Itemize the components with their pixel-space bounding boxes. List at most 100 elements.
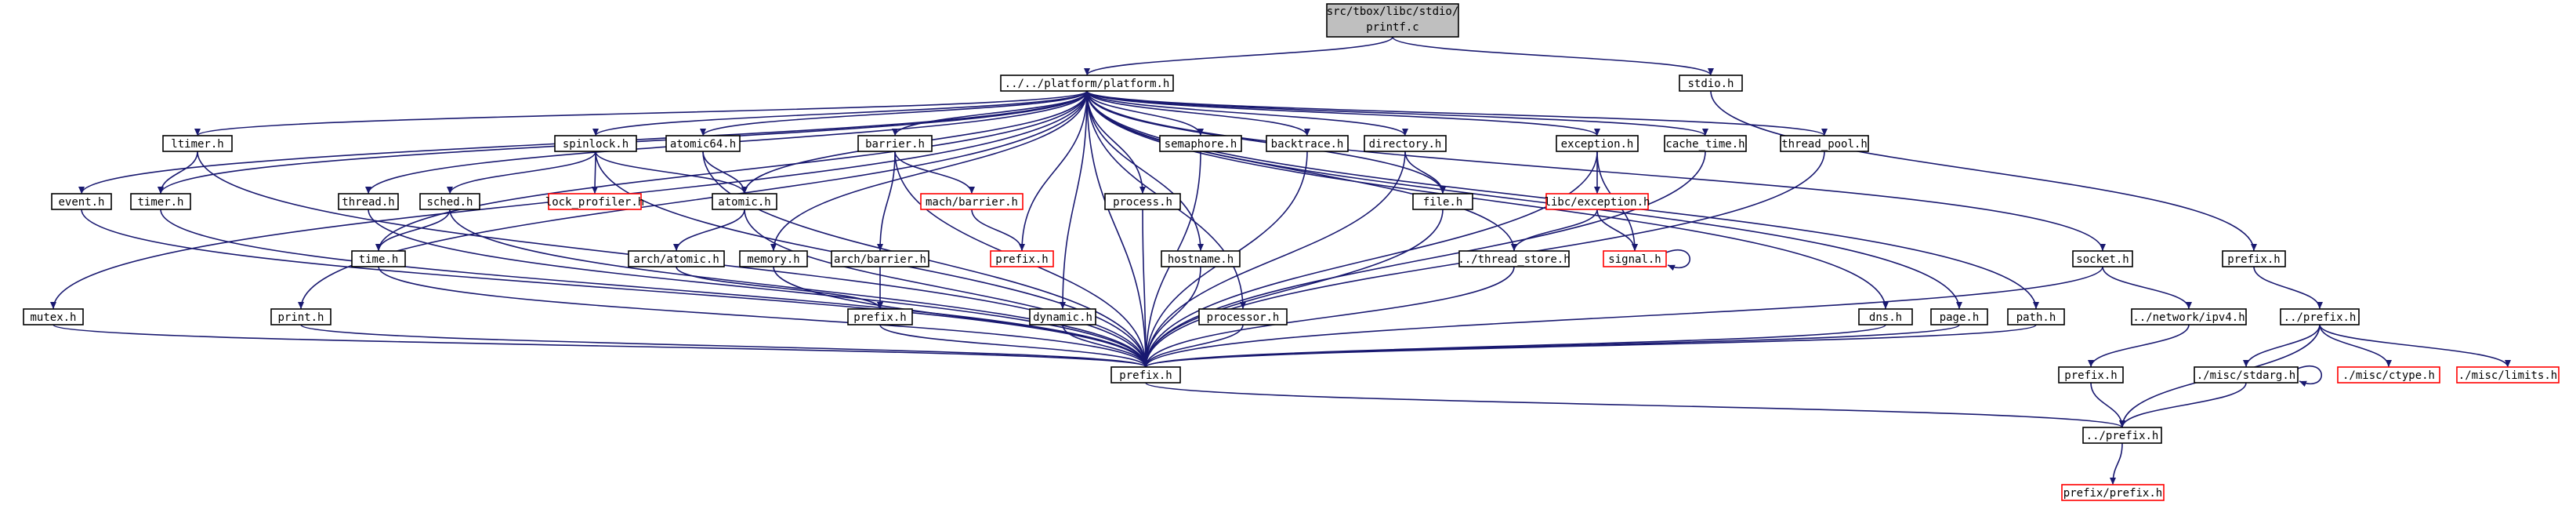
edge-atomic-to-prefix_main (744, 209, 1149, 368)
edge-platform-to-dynamic (1060, 90, 1088, 310)
node-label: ./misc/limits.h (2458, 369, 2557, 382)
node-process[interactable]: process.h (1104, 193, 1181, 210)
node-root[interactable]: src/tbox/libc/stdio/printf.c (1326, 3, 1459, 38)
edge-platform-to-thread_pool (1086, 90, 1828, 136)
node-label: ./misc/stdarg.h (2197, 369, 2295, 382)
node-atomic64[interactable]: atomic64.h (665, 135, 741, 152)
node-arch-barrier[interactable]: arch/barrier.h (831, 250, 929, 267)
node-label: ../../platform/platform.h (1005, 78, 1170, 90)
node-spinlock[interactable]: spinlock.h (554, 135, 637, 152)
node-mutex[interactable]: mutex.h (23, 308, 84, 325)
edge-platform-to-directory (1086, 90, 1408, 136)
node-signal[interactable]: signal.h (1603, 250, 1667, 267)
edge-platform-to-file (1086, 90, 1446, 195)
node-label: arch/atomic.h (633, 253, 719, 266)
edge-time-to-prefix_main (378, 266, 1149, 368)
node-prefix-main[interactable]: prefix.h (1110, 366, 1181, 384)
node-exception[interactable]: exception.h (1556, 135, 1639, 152)
node-box (2337, 366, 2440, 384)
edge-prefix_arch-to-prefix_main (879, 324, 1149, 368)
node-platform[interactable]: ../../platform/platform.h (1000, 75, 1174, 92)
node-label: print.h (277, 311, 324, 324)
node-label: libc/exception.h (1545, 196, 1650, 209)
node-cache-time[interactable]: cache_time.h (1664, 135, 1747, 152)
node-ipv4[interactable]: ../network/ipv4.h (2131, 308, 2247, 325)
node-box (554, 135, 637, 152)
edge-directory-to-prefix_main (1143, 151, 1406, 368)
node-stdio[interactable]: stdio.h (1679, 75, 1743, 92)
node-file[interactable]: file.h (1412, 193, 1473, 210)
node-label: ../prefix.h (2086, 430, 2159, 442)
node-box (2058, 366, 2124, 384)
edge-up_prefix_a-to-limits (2319, 324, 2511, 368)
node-sched[interactable]: sched.h (419, 193, 480, 210)
node-path[interactable]: path.h (2007, 308, 2065, 325)
node-page[interactable]: page.h (1930, 308, 1988, 325)
node-thread-store[interactable]: ../thread_store.h (1458, 250, 1571, 267)
node-box (712, 193, 777, 210)
edge-root-to-stdio (1392, 36, 1714, 76)
node-print[interactable]: print.h (270, 308, 332, 325)
edge-ltimer-to-timer (158, 151, 198, 195)
node-box (2082, 427, 2162, 444)
node-box (831, 250, 929, 267)
node-limits[interactable]: ./misc/limits.h (2456, 366, 2560, 384)
node-label: arch/barrier.h (834, 253, 926, 266)
node-semaphore[interactable]: semaphore.h (1159, 135, 1242, 152)
node-memory[interactable]: memory.h (739, 250, 808, 267)
node-label: dns.h (1869, 311, 1902, 324)
node-label: ltimer.h (171, 138, 223, 151)
node-prefix-net[interactable]: prefix.h (2058, 366, 2124, 384)
node-label: mach/barrier.h (926, 196, 1018, 209)
node-ltimer[interactable]: ltimer.h (162, 135, 233, 152)
edge-memory-to-prefix_main (773, 266, 1149, 368)
node-socket[interactable]: socket.h (2072, 250, 2133, 267)
node-label: path.h (2016, 311, 2056, 324)
node-thread-pool[interactable]: thread_pool.h (1780, 135, 1869, 152)
node-lock-profiler[interactable]: lock_profiler.h (545, 193, 644, 210)
dependency-edges (50, 36, 2511, 485)
edge-platform-to-socket (1086, 90, 2106, 252)
node-barrier[interactable]: barrier.h (857, 135, 933, 152)
edge-prefix_net-to-up_prefix_b (2090, 382, 2125, 428)
edge-up_prefix_b-to-prefix_prefix (2110, 442, 2123, 485)
node-label: sched.h (426, 196, 473, 209)
node-box (1858, 308, 1913, 325)
node-up-prefix-a[interactable]: ../prefix.h (2280, 308, 2360, 325)
node-prefix-stdio[interactable]: prefix.h (2222, 250, 2286, 267)
node-box (2131, 308, 2247, 325)
node-label: ./misc/ctype.h (2342, 369, 2435, 382)
node-thread[interactable]: thread.h (338, 193, 399, 210)
edge-up_prefix_a-to-stdarg (2243, 324, 2321, 368)
node-up-prefix-b[interactable]: ../prefix.h (2082, 427, 2162, 444)
node-timer[interactable]: timer.h (130, 193, 191, 210)
node-dns[interactable]: dns.h (1858, 308, 1913, 325)
edge-exception-to-prefix_main (1143, 151, 1598, 368)
node-label: page.h (1940, 311, 1980, 324)
node-prefix-arch[interactable]: prefix.h (847, 308, 913, 325)
node-dynamic[interactable]: dynamic.h (1029, 308, 1096, 325)
edge-platform-to-prefix_main (1086, 90, 1149, 368)
node-time[interactable]: time.h (351, 250, 406, 267)
node-processor[interactable]: processor.h (1198, 308, 1288, 325)
node-mach-barrier[interactable]: mach/barrier.h (920, 193, 1024, 210)
edge-sched-to-time (375, 209, 451, 252)
node-hostname[interactable]: hostname.h (1161, 250, 1241, 267)
node-event[interactable]: event.h (51, 193, 112, 210)
node-stdarg[interactable]: ./misc/stdarg.h (2194, 366, 2299, 384)
node-prefix-red[interactable]: prefix.h (990, 250, 1054, 267)
node-libc-exception[interactable]: libc/exception.h (1545, 193, 1650, 210)
edge-sched-to-prefix_main (449, 209, 1149, 368)
node-directory[interactable]: directory.h (1364, 135, 1447, 152)
edge-platform-to-dns (1086, 90, 1889, 310)
node-ctype[interactable]: ./misc/ctype.h (2337, 366, 2440, 384)
edge-mach_barrier-to-prefix_red (971, 209, 1025, 252)
edge-path-to-prefix_main (1143, 324, 2037, 368)
node-arch-atomic[interactable]: arch/atomic.h (628, 250, 725, 267)
node-backtrace[interactable]: backtrace.h (1266, 135, 1349, 152)
node-prefix-prefix[interactable]: prefix/prefix.h (2061, 484, 2165, 501)
node-box (1930, 308, 1988, 325)
node-atomic[interactable]: atomic.h (712, 193, 777, 210)
node-label: atomic.h (718, 196, 770, 209)
node-label: process.h (1113, 196, 1172, 209)
